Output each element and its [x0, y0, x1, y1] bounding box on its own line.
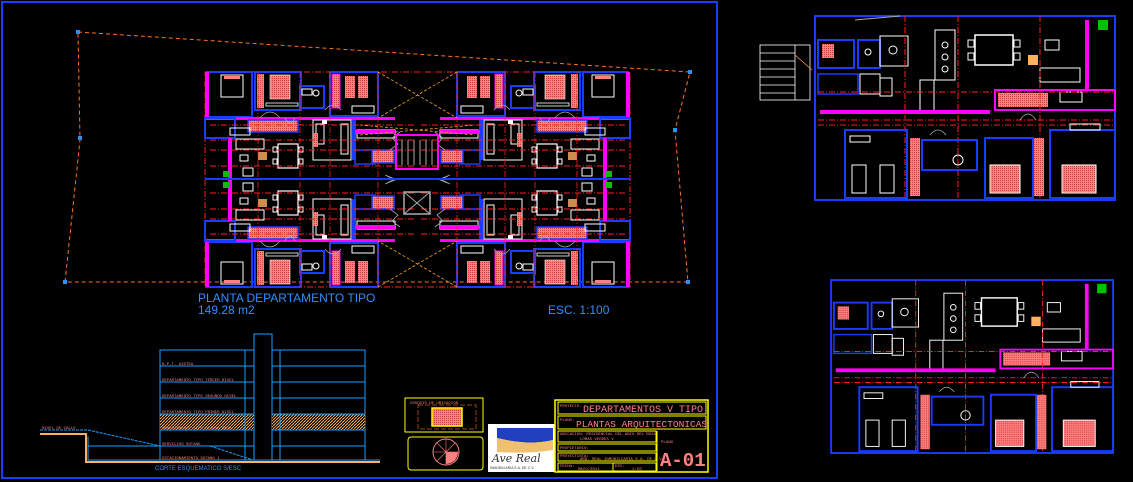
title-block [554, 399, 709, 473]
project-name: DEPARTAMENTOS V TIPO [583, 405, 703, 416]
location-sketch: CROQUIS DE UBICACION [404, 397, 484, 471]
title-block-text: PROYECTO: DEPARTAMENTOS V TIPO PLANO: PL… [560, 405, 707, 472]
level-label: DEPARTAMENTO TIPO SEGUNDO NIVEL [162, 395, 237, 399]
sheet-label: PLANO: [560, 419, 574, 423]
location-title: CROQUIS DE UBICACION [410, 402, 459, 406]
date-label: FECHA: [560, 465, 574, 469]
level-label: DEPARTAMENTO TIPO PRIMER NIVEL [162, 411, 235, 415]
street-level-label: NIVEL DE CALLE [42, 427, 76, 431]
sheet-number: A-01 [660, 450, 706, 472]
scale-value: 1:50 [632, 468, 642, 472]
level-label: ESTACIONAMIENTO SOTANO 1 [162, 457, 220, 461]
stair-core [395, 134, 439, 170]
location-text: UBICACION: RESIDENCIAL DEL ARCO DEL REAL [560, 433, 657, 437]
sheet-border [1, 1, 718, 479]
schematic-section: NIVEL DE CALLE N.P.T. AZOTEA DEPARTAMENT… [40, 333, 380, 472]
plan-title: PLANTA DEPARTAMENTO TIPO [198, 291, 375, 305]
apartment-plan-upper [759, 15, 1116, 201]
sheet-name: PLANTAS ARQUITECTONICAS [576, 419, 707, 430]
level-label: N.P.T. AZOTEA [162, 363, 194, 367]
stair-detail [759, 44, 813, 101]
floor-plan [204, 71, 631, 288]
site-boundary [63, 30, 692, 284]
section-caption: CORTE ESQUEMATICO S/ESC [155, 466, 242, 472]
company-logo: Ave Real INMOBILIARIA S.A. DE C.V. [488, 424, 555, 472]
elevator [403, 191, 431, 215]
plan-scale: ESC. 1:100 [548, 303, 610, 317]
apartment-plan-lower [830, 279, 1115, 454]
level-label: DEPARTAMENTO TIPO PLANTA BAJA [162, 427, 232, 431]
location-text-2: LOMAS VERDES V [580, 438, 614, 442]
plan-area: 149.28 m2 [198, 303, 255, 317]
sheet-number-label: PLANO [661, 441, 674, 445]
level-label: SERVICIOS SOTANO [162, 443, 201, 447]
owner-label: PROPIETARIO: [560, 447, 589, 451]
scale-label: ESC: [615, 465, 625, 469]
logo-subtitle: INMOBILIARIA S.A. DE C.V. [490, 466, 534, 470]
designer-name: ARQ. REAL INMOBILIARIA S.A. DE C.V. [580, 458, 664, 462]
designer-label: PROYECTISTA: [560, 455, 589, 459]
date-value: MAYO/2011 [578, 467, 600, 472]
logo-name: Ave Real [491, 452, 541, 465]
level-label: DEPARTAMENTO TIPO TERCER NIVEL [162, 379, 235, 383]
project-label: PROYECTO: [560, 405, 582, 409]
